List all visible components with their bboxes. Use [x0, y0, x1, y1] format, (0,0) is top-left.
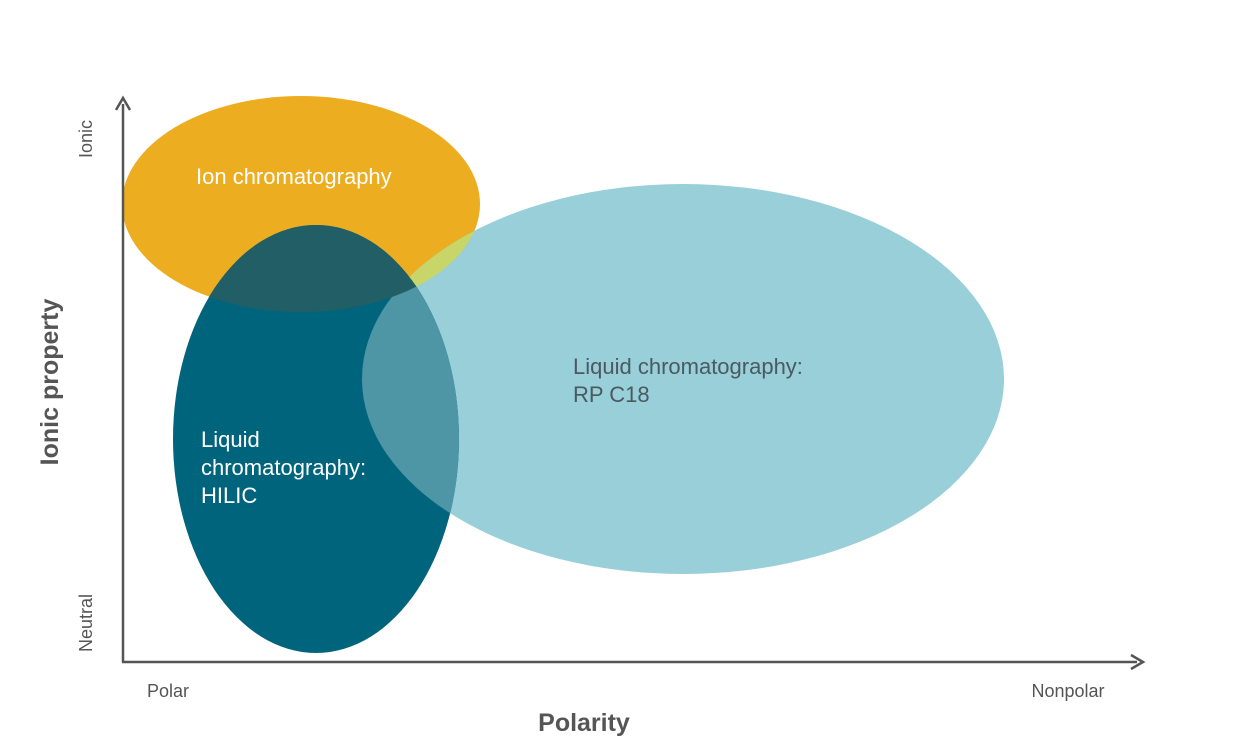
x-axis-title: Polarity	[538, 709, 630, 737]
hilic-label-line: Liquid	[201, 427, 260, 452]
rp-label-line: Liquid chromatography:	[573, 354, 803, 379]
hilic-label-line: chromatography:	[201, 455, 366, 480]
rp-label-line: RP C18	[573, 382, 650, 407]
y-axis-title: Ionic property	[36, 299, 64, 466]
y-axis-arrowhead	[114, 95, 132, 111]
region-rp-c18	[362, 184, 1004, 574]
hilic-label-line: HILIC	[201, 483, 257, 508]
ion-chromatography-label: Ion chromatography	[196, 164, 392, 189]
x-axis-start-label: Polar	[147, 681, 189, 701]
y-axis-end-label: Ionic	[76, 120, 96, 158]
axes	[114, 95, 1146, 671]
hilic-label: Liquid chromatography: HILIC	[201, 427, 372, 508]
y-axis-start-label: Neutral	[76, 594, 96, 652]
x-axis-end-label: Nonpolar	[1031, 681, 1104, 701]
ion-label-line: Ion chromatography	[196, 164, 392, 189]
rp-c18-label: Liquid chromatography: RP C18	[573, 354, 809, 407]
x-axis-arrowhead	[1130, 653, 1146, 671]
